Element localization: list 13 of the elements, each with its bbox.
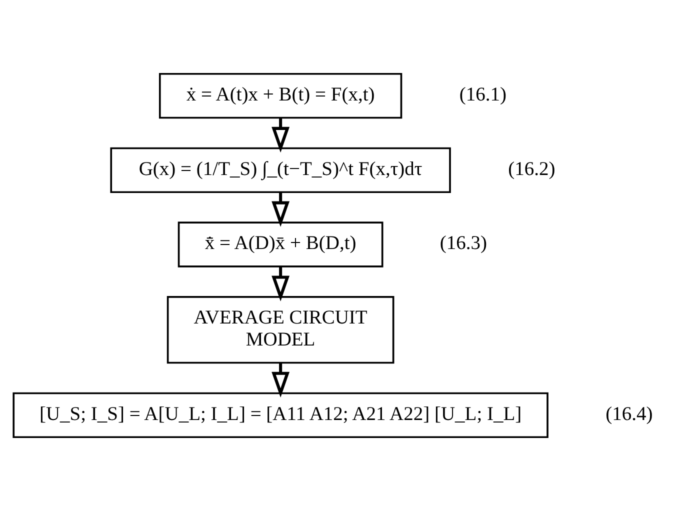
node-box: x̄̇ = A(D)x̄ + B(D,t) (178, 221, 384, 267)
arrow (272, 192, 290, 226)
arrow (272, 266, 290, 301)
arrow (272, 117, 290, 152)
node-label: (16.1) (459, 84, 506, 105)
node-box: G(x) = (1/T_S) ∫_(t−T_S)^t F(x,τ)dτ (110, 146, 451, 193)
node-label: (16.2) (508, 158, 556, 180)
node-label: (16.3) (440, 232, 487, 254)
node-box: AVERAGE CIRCUIT MODEL (166, 296, 394, 364)
node-box: ẋ = A(t)x + B(t) = F(x,t) (158, 72, 402, 118)
node-label: (16.4) (606, 403, 653, 424)
arrow (272, 362, 290, 397)
node-box: [U_S; I_S] = A[U_L; I_L] = [A11 A12; A21 A22] [U_L; I_L] (12, 392, 548, 438)
